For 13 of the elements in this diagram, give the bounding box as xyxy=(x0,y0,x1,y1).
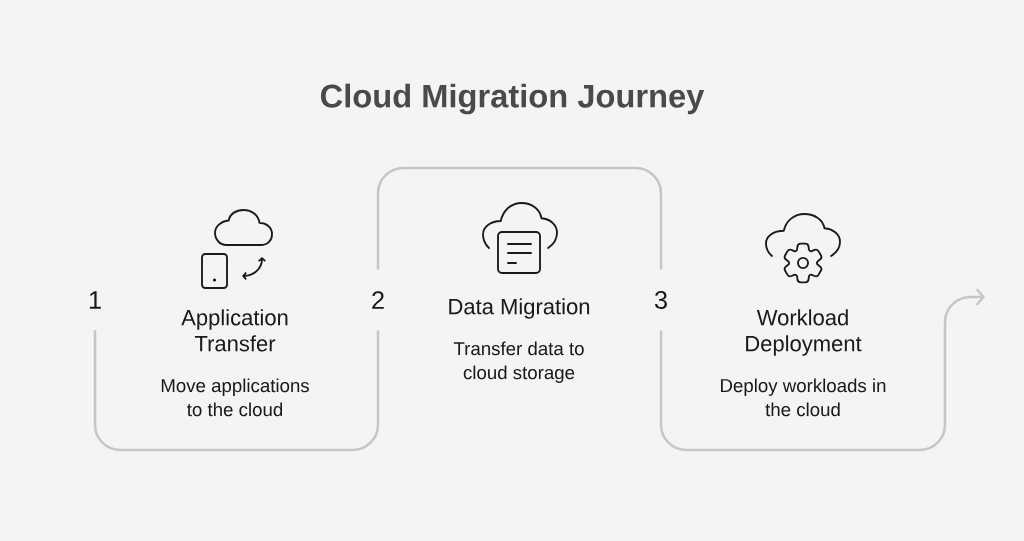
connector-line xyxy=(93,330,380,452)
step-number: 3 xyxy=(654,291,667,309)
step-number: 1 xyxy=(89,291,101,309)
step-title: Data Migration xyxy=(449,298,590,319)
step-title: Workload Deployment xyxy=(746,309,862,356)
step-number: 2 xyxy=(372,291,384,309)
step-title: Application Transfer xyxy=(181,309,288,352)
step-description: Move applications to the cloud xyxy=(161,378,309,417)
arrow xyxy=(659,288,985,452)
title: Cloud Migration Journey xyxy=(321,83,705,115)
connector-line xyxy=(376,166,663,270)
step-description: Deploy workloads in the cloud xyxy=(721,378,886,417)
step-description: Transfer data to cloud storage xyxy=(453,341,584,383)
